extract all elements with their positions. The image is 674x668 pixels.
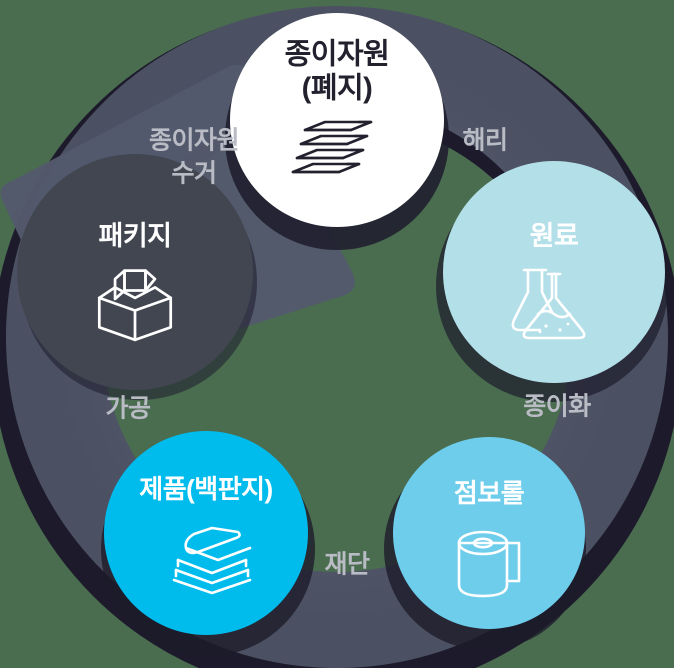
node-paper-resource-label-2: (폐지) (302, 72, 373, 105)
stacked-boards-icon (172, 526, 252, 595)
node-package[interactable]: 패키지 (17, 154, 257, 400)
node-paper-resource[interactable]: 종이자원 (폐지) (225, 13, 449, 250)
node-paper-resource-circle[interactable] (230, 13, 444, 227)
stacked-paper-sheets-icon (291, 120, 373, 174)
node-paper-resource-label-1: 종이자원 (285, 38, 390, 71)
node-jumbo-roll[interactable]: 점보롤 (384, 437, 586, 650)
node-raw-material-circle[interactable] (443, 161, 665, 383)
node-package-circle[interactable] (17, 154, 253, 390)
node-product-label: 제품(백판지) (139, 474, 272, 504)
connector-label-defibration: 해리 (462, 127, 507, 155)
connector-label-cutting: 재단 (324, 551, 370, 579)
connector-label-paper-collection-2: 수거 (171, 160, 216, 188)
connector-label-paper-collection-1: 종이자원 (149, 127, 239, 155)
node-jumbo-roll-label: 점보롤 (454, 478, 525, 508)
node-product-whiteboard[interactable]: 제품(백판지) (101, 431, 315, 656)
connector-label-processing: 가공 (105, 395, 151, 423)
node-raw-material[interactable]: 원료 (436, 161, 668, 402)
node-raw-material-label: 원료 (530, 221, 579, 251)
node-product-circle[interactable] (104, 431, 308, 635)
laboratory-flask-icon (511, 268, 586, 340)
paper-roll-icon (457, 530, 521, 598)
connector-label-papermaking: 종이화 (523, 393, 591, 421)
node-package-label: 패키지 (98, 221, 171, 251)
open-box-icon (97, 269, 173, 342)
